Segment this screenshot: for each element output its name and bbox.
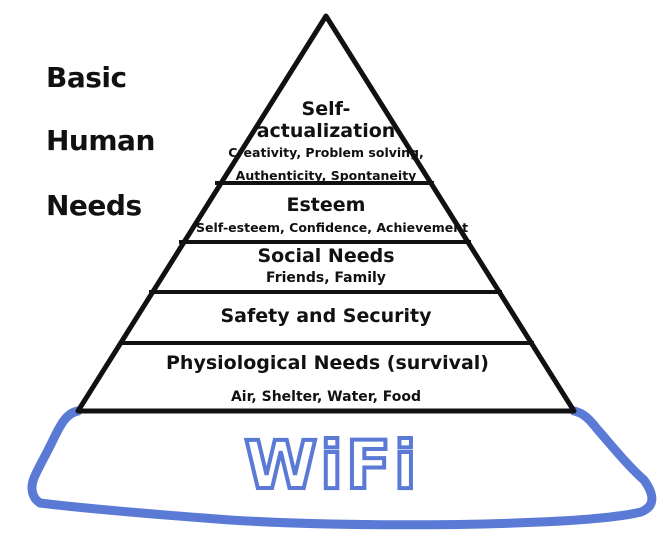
physiological-detail: Air, Shelter, Water, Food xyxy=(230,389,422,405)
safety-title: Safety and Security xyxy=(220,305,432,327)
side-title-line-1: Basic xyxy=(46,61,127,94)
wifi-label: WiFi xyxy=(244,427,419,504)
physiological-title: Physiological Needs (survival) xyxy=(166,352,489,374)
self-actualization-title-2: actualization xyxy=(256,120,396,142)
self-actualization-title-1: Self- xyxy=(301,98,351,120)
esteem-detail: Self-esteem, Confidence, Achievement xyxy=(196,220,469,235)
self-actualization-detail-1: Creativity, Problem solving, xyxy=(228,145,424,160)
social-title: Social Needs xyxy=(257,245,395,267)
self-actualization-detail-2: Authenticity, Spontaneity xyxy=(235,168,417,183)
pyramid-outline xyxy=(75,13,577,414)
wifi-base-outline xyxy=(27,406,657,530)
side-title-line-3: Needs xyxy=(46,189,142,222)
side-title-line-2: Human xyxy=(46,124,155,157)
esteem-title: Esteem xyxy=(286,194,366,216)
social-detail: Friends, Family xyxy=(266,270,386,286)
